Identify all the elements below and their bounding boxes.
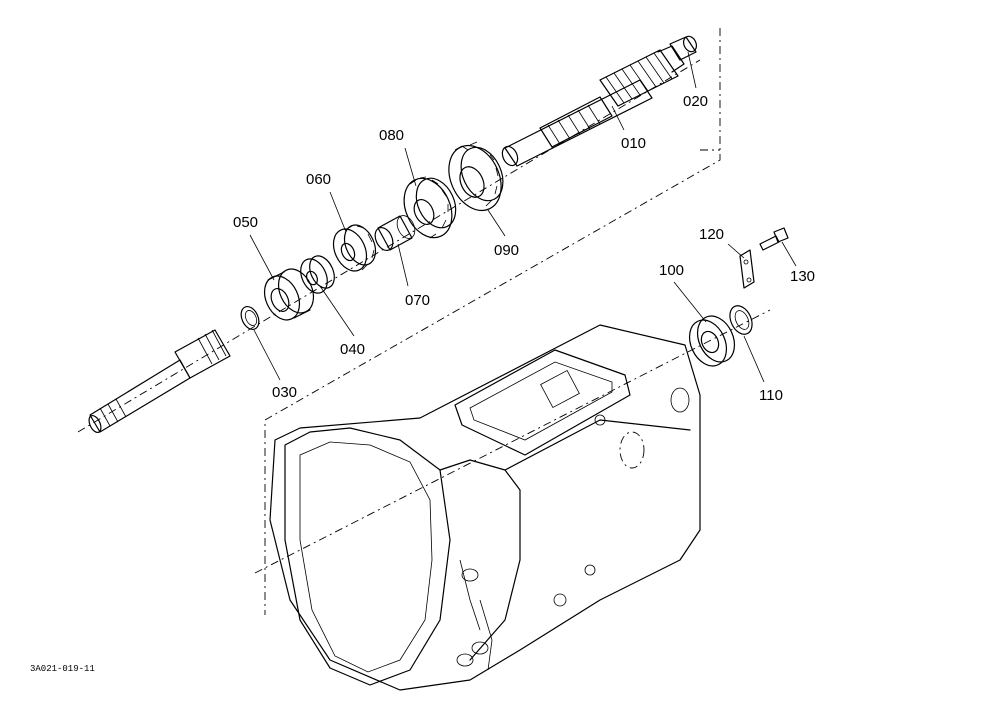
label-060: 060 <box>306 171 331 188</box>
group-frame <box>77 28 771 615</box>
label-110: 110 <box>759 387 783 404</box>
hub-050 <box>263 268 315 321</box>
snap-ring-110 <box>729 305 753 335</box>
label-130: 130 <box>790 268 815 285</box>
gear-090 <box>448 141 504 212</box>
label-010: 010 <box>621 135 646 152</box>
circlip-030 <box>240 306 260 330</box>
sleeve-020 <box>669 35 698 61</box>
leader-lines <box>249 51 797 383</box>
label-020: 020 <box>683 93 708 110</box>
label-070: 070 <box>405 292 430 309</box>
bolt-130 <box>759 227 789 251</box>
bearing-100 <box>688 315 736 367</box>
gear-060 <box>332 224 377 272</box>
plate-120 <box>739 249 755 289</box>
label-030: 030 <box>272 384 297 401</box>
main-shaft-010 <box>501 45 685 167</box>
bushing-070 <box>374 215 416 251</box>
drawing-code: 3A021-019-11 <box>30 664 95 674</box>
gear-040 <box>300 255 335 294</box>
label-080: 080 <box>379 127 404 144</box>
part-labels: 020 010 080 060 050 090 070 040 030 100 … <box>233 93 815 404</box>
transmission-housing <box>269 324 701 691</box>
label-100: 100 <box>659 262 684 279</box>
input-shaft <box>88 329 231 434</box>
label-040: 040 <box>340 341 365 358</box>
label-090: 090 <box>494 242 519 259</box>
label-120: 120 <box>699 226 724 243</box>
label-050: 050 <box>233 214 258 231</box>
